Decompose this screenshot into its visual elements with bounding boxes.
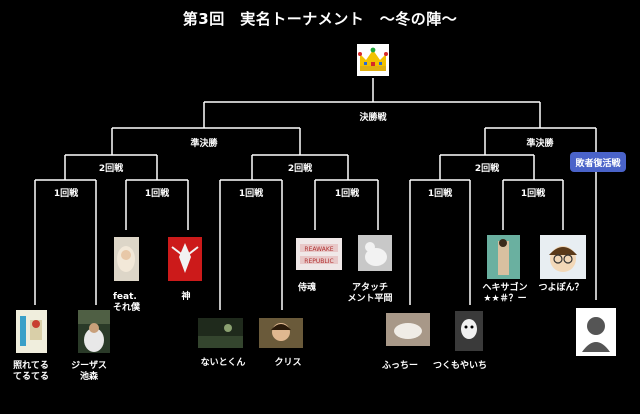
second-round-label-1: 2回戦 bbox=[96, 164, 126, 174]
revival-round-button[interactable]: 敗者復活戦 bbox=[570, 152, 626, 172]
player-name-samurai: 侍魂 bbox=[297, 283, 317, 293]
first-round-label-3: 1回戦 bbox=[236, 189, 266, 199]
avatar-unknown[interactable] bbox=[576, 308, 616, 356]
second-round-1-connector bbox=[64, 154, 158, 180]
first-round-5-connector bbox=[409, 179, 471, 305]
first-round-label-1: 1回戦 bbox=[51, 189, 81, 199]
avatar-tsuyopon[interactable] bbox=[540, 235, 586, 279]
avatar-naitokun[interactable] bbox=[198, 318, 243, 348]
first-round-label-5: 1回戦 bbox=[425, 189, 455, 199]
final-connector bbox=[203, 78, 541, 128]
player-name-kurisu: クリス bbox=[274, 358, 302, 368]
avatar-attach[interactable] bbox=[358, 235, 392, 271]
svg-text:REAWAKE: REAWAKE bbox=[304, 246, 333, 253]
player-name-jesus: ジーザス 池森 bbox=[71, 361, 107, 382]
second-round-3-connector bbox=[439, 154, 535, 180]
player-name-tsukumo: つくもやいち bbox=[432, 361, 488, 371]
player-name-fucchi: ふっちー bbox=[381, 361, 419, 371]
svg-text:REPUBLIC: REPUBLIC bbox=[304, 258, 333, 265]
first-round-2-connector bbox=[125, 179, 189, 230]
player-name-tsuyopon: つよぽん？ bbox=[538, 283, 584, 293]
first-round-6-connector bbox=[502, 179, 564, 230]
semifinal-left-connector bbox=[111, 127, 301, 155]
avatar-hexagon[interactable] bbox=[487, 235, 520, 279]
avatar-teruteru[interactable] bbox=[16, 310, 47, 353]
final-label: 決勝戦 bbox=[357, 113, 389, 123]
crown-icon bbox=[357, 44, 389, 76]
player-name-feat: feat. それ僕 bbox=[113, 292, 141, 313]
avatar-samurai[interactable]: REAWAKE REPUBLIC bbox=[296, 238, 342, 270]
avatar-feat[interactable] bbox=[114, 237, 139, 281]
first-round-1-connector bbox=[34, 179, 97, 305]
first-round-3-connector bbox=[219, 179, 283, 310]
player-name-hexagon: ヘキサゴン ★★＃？ー bbox=[482, 283, 528, 304]
player-name-kami: 神 bbox=[181, 292, 191, 302]
first-round-label-2: 1回戦 bbox=[142, 189, 172, 199]
player-name-attach: アタッチ メント平岡 bbox=[347, 283, 393, 304]
first-round-label-4: 1回戦 bbox=[332, 189, 362, 199]
page-title: 第3回 実名トーナメント ～冬の陣～ bbox=[182, 10, 458, 28]
second-round-label-2: 2回戦 bbox=[285, 164, 315, 174]
second-round-2-connector bbox=[251, 154, 349, 180]
first-round-4-connector bbox=[314, 179, 379, 230]
avatar-kurisu[interactable] bbox=[259, 318, 303, 348]
second-round-label-3: 2回戦 bbox=[472, 164, 502, 174]
semifinal-right-label: 準決勝 bbox=[524, 139, 556, 149]
avatar-tsukumo[interactable] bbox=[455, 311, 483, 351]
first-round-label-6: 1回戦 bbox=[518, 189, 548, 199]
player-name-naitokun: ないとくん bbox=[200, 358, 246, 368]
player-name-teruteru: 照れてる てるてる bbox=[12, 361, 50, 382]
avatar-kami[interactable] bbox=[168, 237, 202, 281]
avatar-jesus[interactable] bbox=[78, 310, 110, 353]
semifinal-left-label: 準決勝 bbox=[188, 139, 220, 149]
avatar-fucchi[interactable] bbox=[386, 313, 430, 346]
